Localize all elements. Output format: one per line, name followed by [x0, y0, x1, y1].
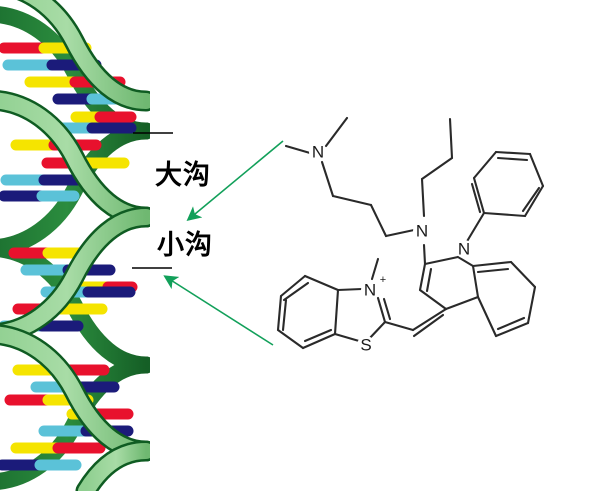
atom-label-quinolinium-nitrogen: N — [458, 239, 470, 258]
arrow-to-minor-groove — [163, 275, 274, 346]
atom-label-dimethylamino-nitrogen: N — [312, 142, 324, 161]
atom-label-sulfur: S — [360, 335, 371, 354]
arrow-to-major-groove — [186, 140, 284, 222]
helix-group — [0, 0, 150, 491]
atom-label-tertiary-nitrogen: N — [416, 221, 428, 240]
minor-groove-label: 小沟 — [157, 230, 213, 261]
major-groove-label: 大沟 — [155, 160, 211, 191]
molecule-bonds — [276, 116, 545, 350]
atom-label-positive-charge: + — [380, 274, 386, 286]
atom-label-benzothiazolium-nitrogen: N — [364, 280, 376, 299]
molecule-atom-labels: N N N N + S — [309, 142, 473, 354]
helix-strand-front — [0, 0, 150, 491]
